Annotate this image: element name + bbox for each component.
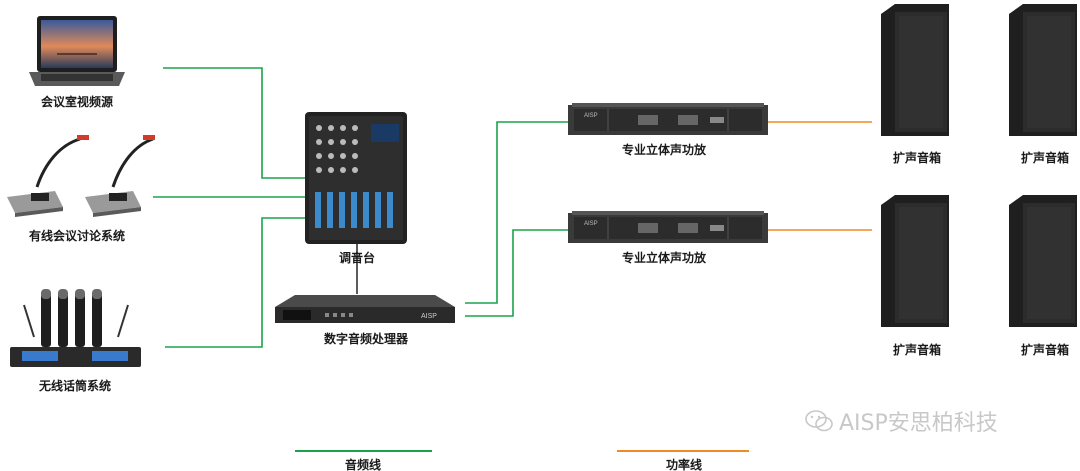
speaker-box-icon [1009,195,1077,327]
speaker-top-left-label: 扩声音箱 [892,151,942,165]
video-source-label: 会议室视频源 [40,95,114,109]
power-wires [768,121,872,231]
wireless-mic-device [8,287,143,375]
legend-power-label: 功率线 [665,458,703,471]
processor-brand: AISP [421,313,437,320]
wire-video-source-to-mixer [163,67,305,179]
speaker-top-left-device [877,2,952,143]
speaker-bottom-left-label: 扩声音箱 [892,343,942,357]
laptop-device [27,14,127,92]
amplifier-bottom-brand: AISP [584,221,598,227]
watermark-text: AISP安思柏科技 [839,411,998,436]
rack-amplifier-icon: AISP [568,211,768,243]
speaker-top-right-label: 扩声音箱 [1020,151,1070,165]
wireless-system-label: 无线话筒系统 [38,379,112,393]
wireless-microphone-receiver-icon [10,289,141,367]
amplifier-bottom-label: 专业立体声功放 [621,251,707,265]
speaker-box-icon [1009,4,1077,136]
conference-mic-device [5,135,155,225]
legend-audio-line [295,450,432,452]
speaker-box-icon [881,195,949,327]
mixer-device [305,112,407,248]
amplifier-top-label: 专业立体声功放 [621,143,707,157]
speaker-bottom-right-label: 扩声音箱 [1020,343,1070,357]
processor-device: AISP [275,295,455,329]
legend-power-line [617,450,749,452]
amplifier-top-device: AISP [568,103,768,141]
mixer-label: 调音台 [338,251,376,265]
wechat-icon [805,410,833,432]
rack-processor-icon: AISP [275,295,455,323]
amplifier-top-brand: AISP [584,113,598,119]
speaker-bottom-left-device [877,193,952,334]
conference-system-label: 有线会议讨论系统 [28,229,126,243]
speaker-box-icon [881,4,949,136]
legend-audio-label: 音频线 [344,458,382,471]
processor-label: 数字音频处理器 [323,332,409,346]
speaker-bottom-right-device [1005,193,1080,334]
laptop-icon [29,16,125,86]
mixer-console-icon [305,112,407,244]
speaker-top-right-device [1005,2,1080,143]
rack-amplifier-icon: AISP [568,103,768,135]
gooseneck-microphone-icon [7,135,155,217]
wire-processor-to-amp-bottom [465,229,568,317]
amplifier-bottom-device: AISP [568,211,768,249]
audio-wires [153,67,568,348]
wire-wireless-to-mixer [165,217,305,348]
wire-processor-to-amp-top [465,121,568,304]
watermark: AISP安思柏科技 [805,405,998,437]
